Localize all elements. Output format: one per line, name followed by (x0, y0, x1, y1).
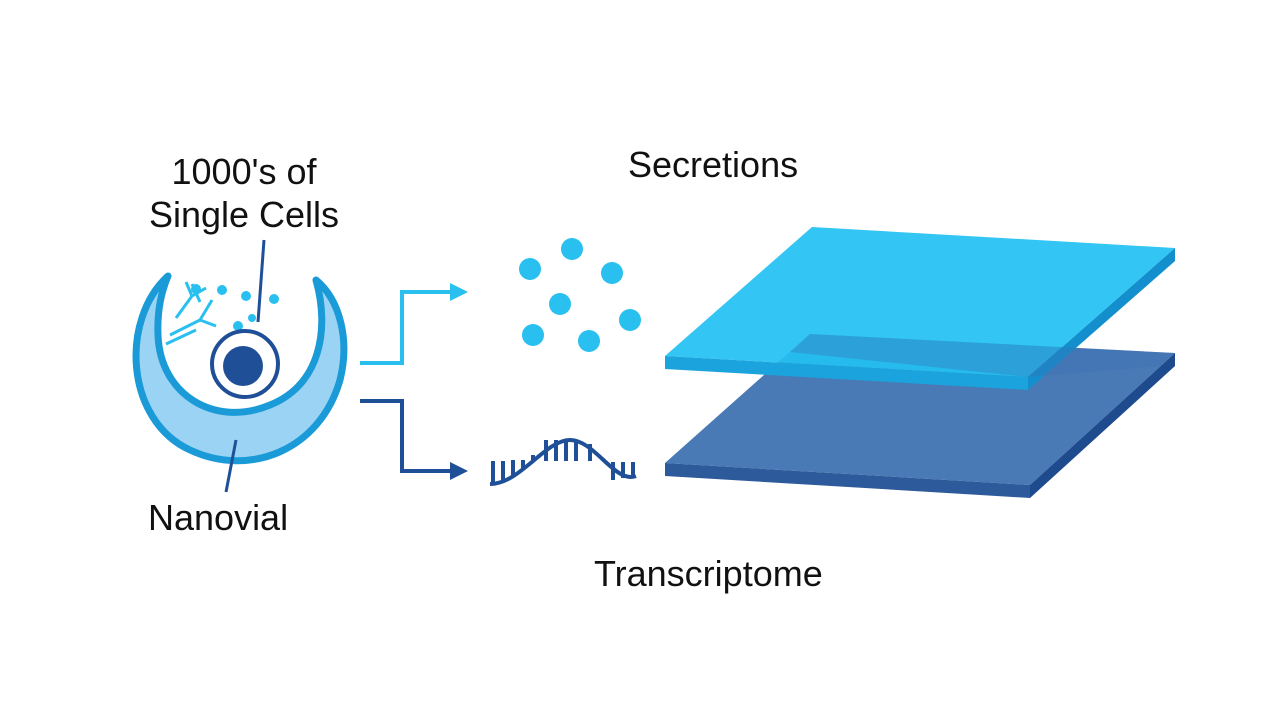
arrow-to-secretions (360, 283, 468, 365)
nanovial-pointer-line (224, 439, 238, 493)
nanovial-label: Nanovial (148, 497, 289, 538)
secretions-icon (519, 238, 641, 352)
secretions-label: Secretions (628, 144, 799, 185)
antibody-icon (165, 281, 217, 346)
transcriptome-label: Transcriptome (594, 553, 823, 594)
transcriptome-plate-overlap (790, 334, 1175, 377)
cells-label-line1: 1000's of (171, 151, 317, 192)
secretions-plate (665, 227, 1175, 390)
small-secretion-dots (191, 284, 279, 331)
rna-strand-icon (489, 437, 637, 486)
cells-label-line2: Single Cells (148, 194, 340, 236)
nanovial-icon (132, 272, 348, 465)
arrow-to-transcriptome (360, 399, 468, 480)
cells-pointer-line (256, 239, 266, 323)
cells-label: 1000's of Single Cells (134, 150, 354, 236)
single-cell-icon (210, 329, 280, 399)
